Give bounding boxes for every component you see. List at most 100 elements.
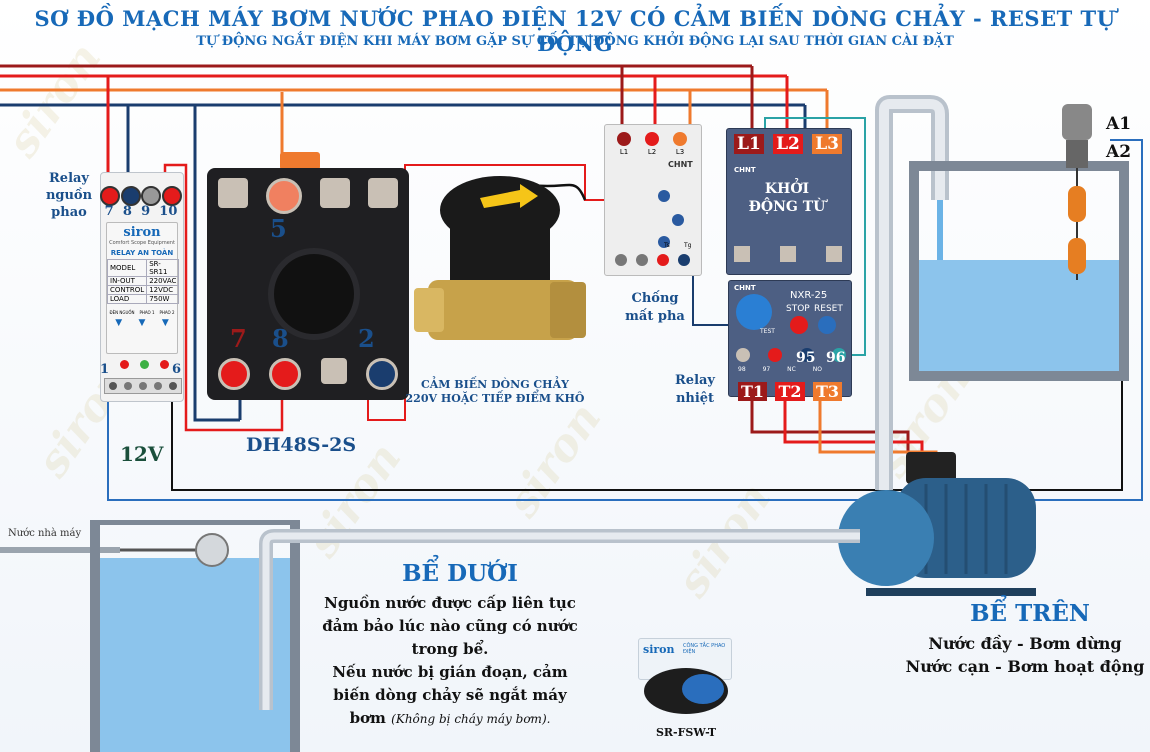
float-switch-mount xyxy=(1066,140,1088,168)
arrow-down-icon: ▼ xyxy=(115,318,123,328)
terminal-label: L2 xyxy=(647,148,657,156)
screw-icon[interactable] xyxy=(320,358,347,384)
lower-tank-scene xyxy=(0,520,860,752)
terminal-label: Tg xyxy=(684,242,692,249)
terminal-l3[interactable]: L3 xyxy=(812,134,842,154)
float-switch-icon xyxy=(682,674,724,704)
terminal-96[interactable] xyxy=(832,348,846,362)
terminal-t3[interactable]: T3 xyxy=(812,382,842,401)
terminal-9[interactable] xyxy=(141,186,162,206)
screw-icon[interactable] xyxy=(368,178,398,208)
relay-arrows: ▼ ▼ ▼ xyxy=(107,318,177,328)
lower-tank-title: BỂ DƯỚI xyxy=(402,560,518,587)
terminal-l2[interactable]: L2 xyxy=(773,134,803,154)
terminal-10[interactable] xyxy=(161,186,182,206)
terminal-l1[interactable] xyxy=(617,132,631,146)
screw-icon[interactable] xyxy=(266,178,302,214)
terminal-label: L1 xyxy=(619,148,629,156)
screw-icon[interactable] xyxy=(108,382,117,390)
relay-source-label: Relay nguồn phao xyxy=(45,171,93,220)
screw-icon[interactable] xyxy=(169,382,178,390)
thermal-dial-icon[interactable] xyxy=(736,294,772,330)
dial-icon[interactable] xyxy=(658,236,670,248)
terminal-ts[interactable] xyxy=(656,254,669,266)
arrow-down-icon: ▼ xyxy=(161,318,169,328)
reset-label: RESET xyxy=(814,304,843,314)
upper-tank-description: Nước đầy - Bơm dừng Nước cạn - Bơm hoạt … xyxy=(900,632,1150,678)
stop-button[interactable] xyxy=(790,316,808,334)
screw-icon[interactable] xyxy=(154,382,163,390)
terminal-95[interactable] xyxy=(800,348,814,362)
terminal-l3[interactable] xyxy=(673,132,687,146)
screw-icon[interactable] xyxy=(736,348,750,362)
relay-tagline: Comfort Scope Equipment xyxy=(109,240,175,246)
upper-tank-wall xyxy=(909,161,1129,381)
screw-icon[interactable] xyxy=(614,254,627,266)
screw-icon[interactable] xyxy=(218,178,248,208)
terminal-label: 97 xyxy=(762,366,771,373)
thermal-aux-screws xyxy=(736,348,846,362)
terminal-t2[interactable]: T2 xyxy=(775,382,805,401)
sensor-thread-left xyxy=(414,288,444,332)
upper-tank-title: BỂ TRÊN xyxy=(970,600,1090,627)
led-label: PHAO 2 xyxy=(159,310,175,315)
desc-line: đảm bảo lúc nào cũng có nước xyxy=(322,617,578,635)
dial-icon[interactable] xyxy=(672,214,684,226)
terminal-tg[interactable] xyxy=(677,254,690,266)
screw-icon[interactable] xyxy=(734,246,750,262)
float-ball-icon xyxy=(195,533,229,567)
timer-name: DH48S-2S xyxy=(246,434,357,456)
screw-icon[interactable] xyxy=(768,348,782,362)
terminal-l2[interactable] xyxy=(645,132,659,146)
screw-icon[interactable] xyxy=(635,254,648,266)
float-terminal-a2: A2 xyxy=(1106,142,1132,162)
pin-label: 7 xyxy=(230,324,247,353)
float-weight-icon xyxy=(1068,238,1086,274)
screw-icon[interactable] xyxy=(218,358,250,390)
float-weight-icon xyxy=(1068,186,1086,222)
screw-icon[interactable] xyxy=(269,358,302,390)
terminal-label: 8 xyxy=(122,204,132,219)
terminal-t1[interactable]: T1 xyxy=(738,382,768,401)
float-switch-housing xyxy=(1062,104,1092,140)
screw-icon[interactable] xyxy=(365,358,398,390)
spec-key: MODEL xyxy=(106,259,148,277)
pin-label: 2 xyxy=(358,324,375,353)
desc-line: bơm (Không bị cháy máy bơm). xyxy=(300,707,600,731)
desc-note: (Không bị cháy máy bơm). xyxy=(391,712,551,726)
terminal-label: 9 xyxy=(141,204,151,219)
screw-icon[interactable] xyxy=(138,382,147,390)
terminal-label: 95 xyxy=(796,350,816,366)
inlet-label: Nước nhà máy xyxy=(8,528,82,539)
terminal-label: Ts xyxy=(664,242,670,249)
relay-top-terminals xyxy=(100,186,182,206)
terminal-label: L3 xyxy=(675,148,685,156)
dial-icon[interactable] xyxy=(658,190,670,202)
relay-panel-title: RELAY AN TOÀN xyxy=(110,249,174,257)
float-terminal-a1: A1 xyxy=(1106,114,1132,134)
timer-socket xyxy=(268,248,360,340)
upper-tank-water xyxy=(919,260,1119,371)
contactor-bottom-terminals xyxy=(734,246,842,262)
screw-icon[interactable] xyxy=(780,246,796,262)
terminal-label: 6 xyxy=(172,362,182,377)
flow-sensor-label-line: 220V HOẶC TIẾP ĐIỂM KHÔ xyxy=(405,392,585,405)
desc-line: Nếu nước bị gián đoạn, cảm xyxy=(332,663,568,681)
terminal-l1[interactable]: L1 xyxy=(734,134,764,154)
screw-icon[interactable] xyxy=(826,246,842,262)
pump-base xyxy=(866,588,1036,596)
screw-icon[interactable] xyxy=(123,382,132,390)
terminal-8[interactable] xyxy=(120,186,141,206)
lower-tank-water xyxy=(100,558,290,752)
led-float2-icon xyxy=(159,360,169,369)
diagram-title: SƠ ĐỒ MẠCH MÁY BƠM NƯỚC PHAO ĐIỆN 12V CÓ… xyxy=(34,6,1116,56)
sensor-body xyxy=(428,280,578,340)
pump-device xyxy=(838,452,1036,596)
wire xyxy=(783,400,924,455)
terminal-7[interactable] xyxy=(100,186,121,206)
reset-button[interactable] xyxy=(818,316,836,334)
phase-relay-top-terminals xyxy=(610,132,694,146)
screw-icon[interactable] xyxy=(320,178,350,208)
